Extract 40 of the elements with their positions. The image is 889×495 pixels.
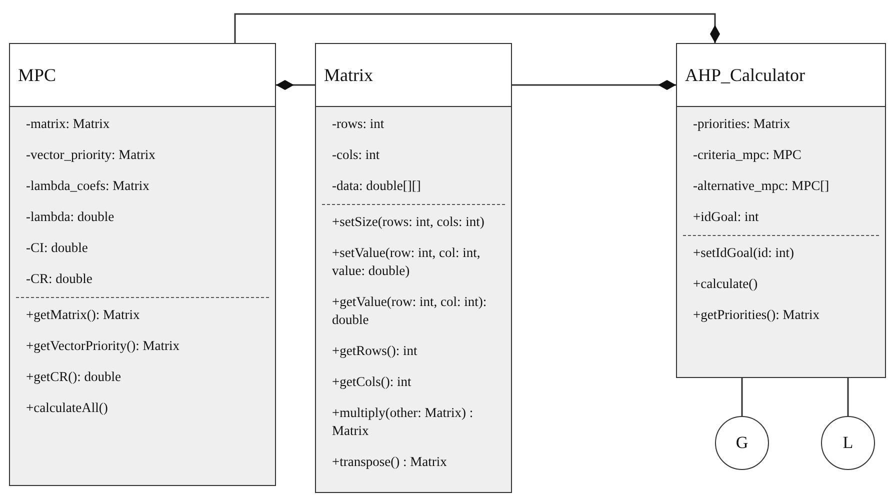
class-name: AHP_Calculator	[685, 64, 805, 86]
class-attribute: -priorities: Matrix	[693, 115, 790, 133]
composition-line	[512, 80, 676, 90]
class-attribute: -matrix: Matrix	[26, 115, 110, 133]
class-method: +multiply(other: Matrix) : Matrix	[332, 404, 474, 440]
composition-line	[276, 80, 315, 90]
class-attribute: -data: double[][]	[332, 177, 421, 195]
circle-node: G	[715, 416, 769, 470]
class-method: +setValue(row: int, col: int, value: double)	[332, 244, 482, 280]
connector-line	[847, 378, 849, 416]
composition-line	[234, 13, 720, 43]
class-method: +calculateAll()	[26, 399, 108, 417]
class-attribute: -cols: int	[332, 146, 380, 164]
class-method: +getPriorities(): Matrix	[693, 306, 820, 324]
class-attribute: -CR: double	[26, 270, 92, 288]
class-attribute: +idGoal: int	[693, 208, 759, 226]
circle-node: L	[821, 416, 875, 470]
class-attribute: -vector_priority: Matrix	[26, 146, 156, 164]
class-method: +setIdGoal(id: int)	[693, 244, 794, 262]
class-attribute: -alternative_mpc: MPC[]	[693, 177, 830, 195]
class-method: +getRows(): int	[332, 342, 418, 360]
class-box	[315, 43, 512, 493]
class-method: +transpose() : Matrix	[332, 453, 447, 471]
connector-line	[741, 378, 743, 416]
class-method: +getCols(): int	[332, 373, 412, 391]
class-method: +setSize(rows: int, cols: int)	[332, 213, 484, 231]
class-method: +getVectorPriority(): Matrix	[26, 337, 180, 355]
class-attribute: -rows: int	[332, 115, 384, 133]
class-attribute: -lambda_coefs: Matrix	[26, 177, 150, 195]
class-attribute: -criteria_mpc: MPC	[693, 146, 802, 164]
class-method: +calculate()	[693, 275, 758, 293]
class-method: +getCR(): double	[26, 368, 121, 386]
class-attribute: -CI: double	[26, 239, 88, 257]
class-method: +getMatrix(): Matrix	[26, 306, 140, 324]
class-name: Matrix	[324, 64, 373, 86]
class-method: +getValue(row: int, col: int): double	[332, 293, 488, 329]
class-box	[9, 43, 276, 486]
class-attribute: -lambda: double	[26, 208, 114, 226]
class-box	[676, 43, 886, 378]
class-name: MPC	[18, 64, 56, 86]
